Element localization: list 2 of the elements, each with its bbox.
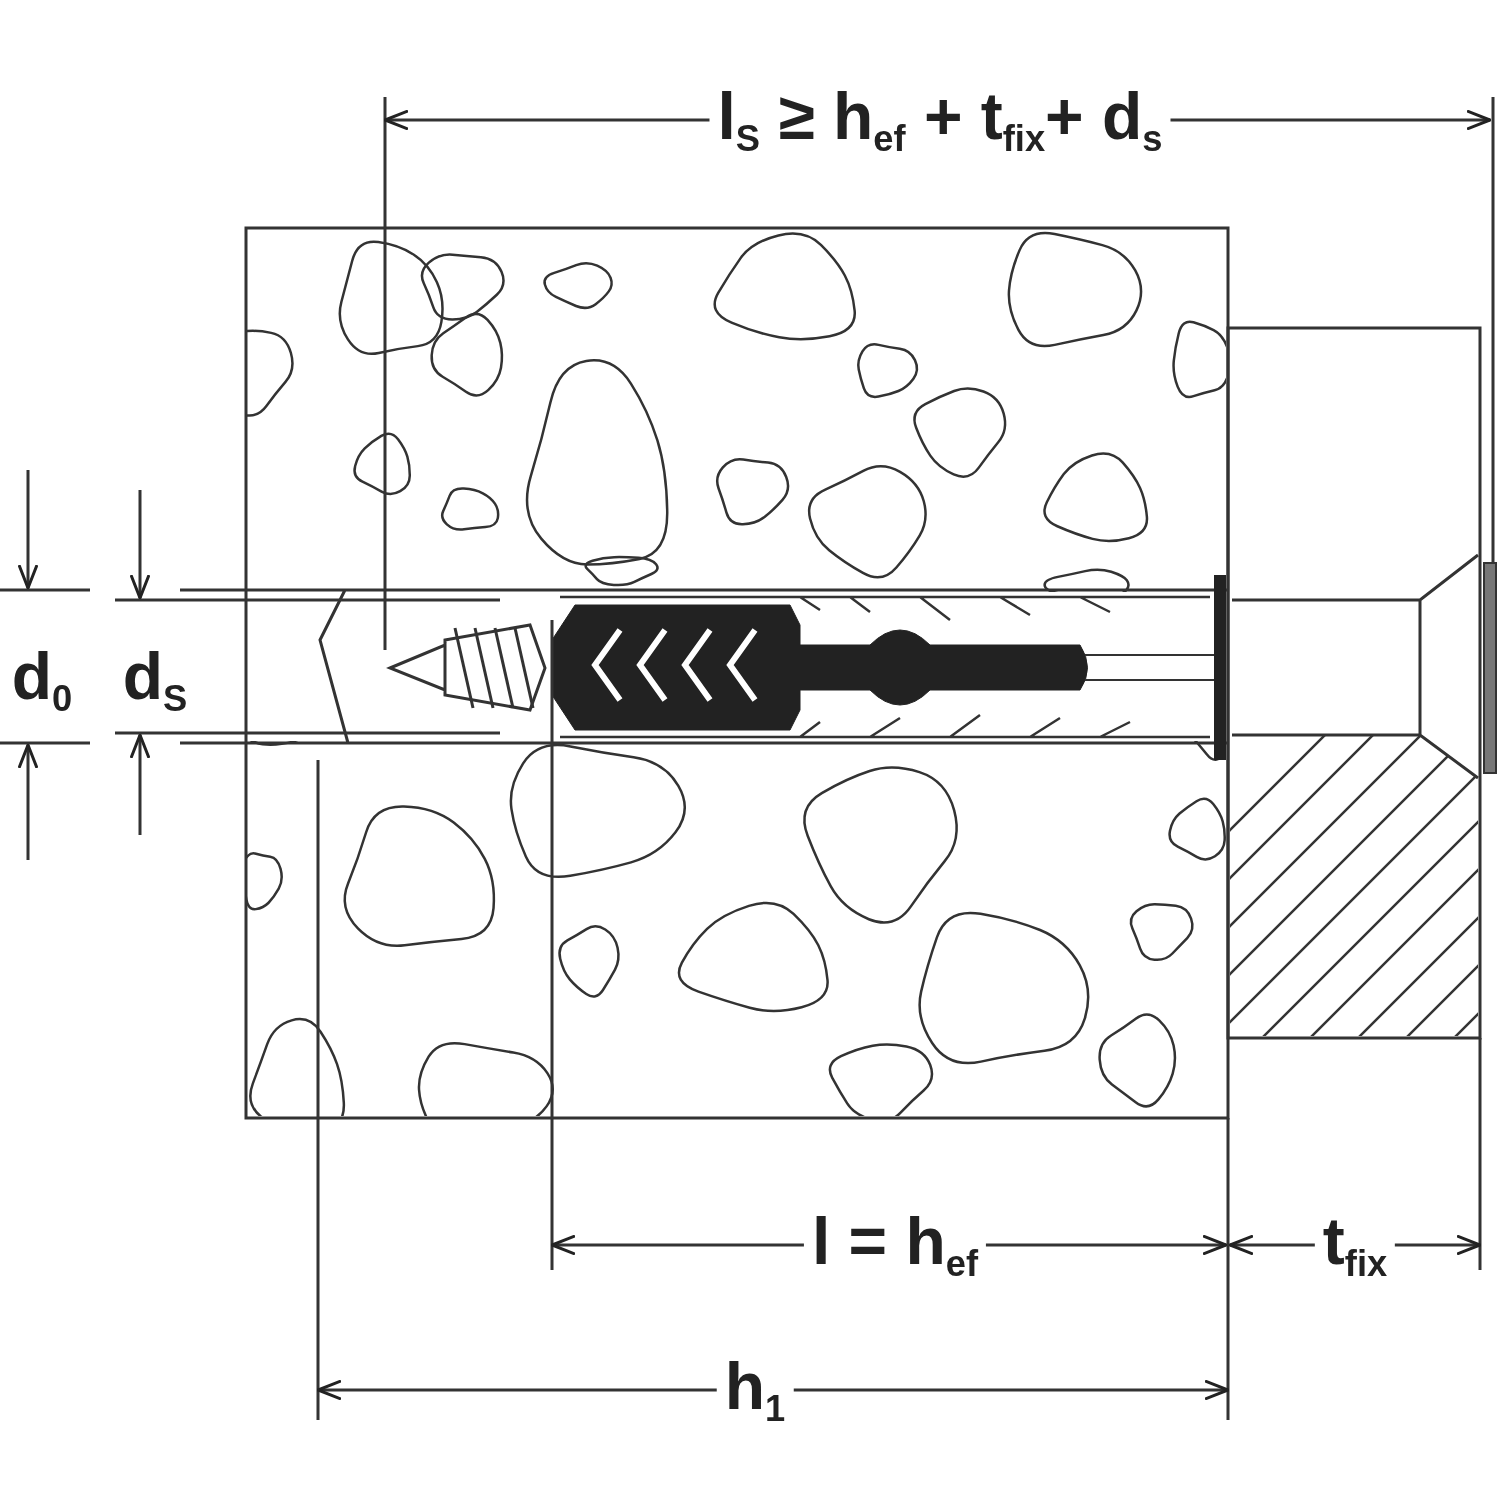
dimension-label: d$_{0}$ (10, 642, 74, 718)
dimension-label: d$_{S}$ (121, 642, 189, 718)
